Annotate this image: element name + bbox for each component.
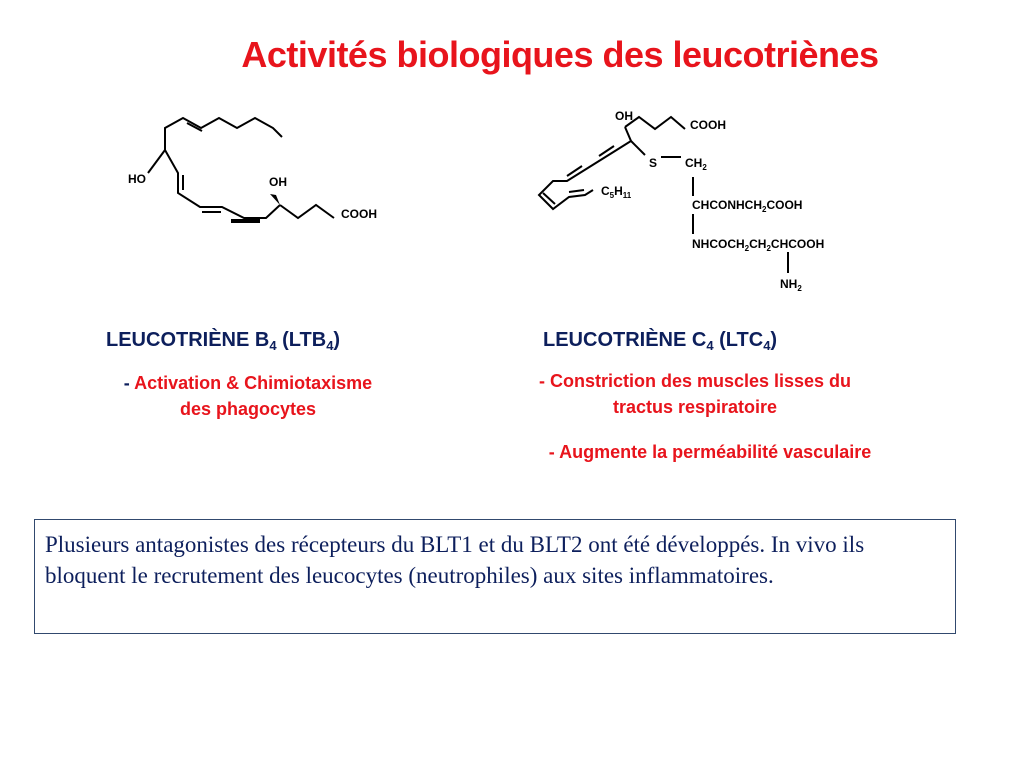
ltb4-wedge xyxy=(270,194,280,205)
ltb4-ho-bond xyxy=(147,149,166,174)
ltc4-ch2-label: CH2 xyxy=(685,156,707,172)
ltc4-name: LEUCOTRIÈNE C4 (LTC4) xyxy=(543,329,778,353)
ltb4-upper-chain xyxy=(164,116,283,150)
antagonists-note: Plusieurs antagonistes des récepteurs du… xyxy=(34,519,956,634)
ltc4-cooh-label: COOH xyxy=(690,118,726,132)
ltb4-oh-label: OH xyxy=(269,175,287,189)
ltb4-lower-chain xyxy=(164,149,281,219)
ltc4-triene-chain xyxy=(537,126,633,211)
ltc4-double-bond-3 xyxy=(542,192,556,205)
ltc4-s-label: S xyxy=(649,156,657,170)
ltc4-effect-permeability: - Augmente la perméabilité vasculaire xyxy=(548,442,872,462)
ltb4-double-bond-1 xyxy=(186,122,203,132)
ltc4-nh2-label: NH2 xyxy=(780,277,802,293)
ltc4-chconh-label: CHCONHCH2COOH xyxy=(692,198,802,214)
ltb4-cooh-label: COOH xyxy=(341,207,377,221)
ltb4-effect: - Activation & Chimiotaxisme des phagocy… xyxy=(123,373,373,419)
ltb4-name: LEUCOTRIÈNE B4 (LTB4) xyxy=(106,329,341,353)
ltc4-nhcoch-label: NHCOCH2CH2CHCOOH xyxy=(692,237,824,253)
ltc4-c5h11-label: C5H11 xyxy=(601,184,632,200)
ltb4-structure: HO OH COOH xyxy=(128,116,377,223)
ltc4-oh-label: OH xyxy=(615,109,633,123)
ltc4-structure: OH COOH S CH2 C5H11 CHCONHCH2COOH NHCOCH… xyxy=(537,109,824,293)
ltc4-double-bond-2 xyxy=(566,165,583,177)
ltc4-effect-constriction: - Constriction des muscles lisses du tra… xyxy=(538,371,852,417)
ltc4-acid-chain xyxy=(624,115,686,131)
slide-title: Activités biologiques des leucotriènes xyxy=(241,34,879,75)
ltc4-double-bond-4 xyxy=(568,189,585,193)
ltc4-double-bond-1 xyxy=(598,145,615,157)
ltb4-acid-chain xyxy=(279,203,335,220)
ltc4-s-bond xyxy=(630,140,646,156)
ltb4-ho-label: HO xyxy=(128,172,146,186)
